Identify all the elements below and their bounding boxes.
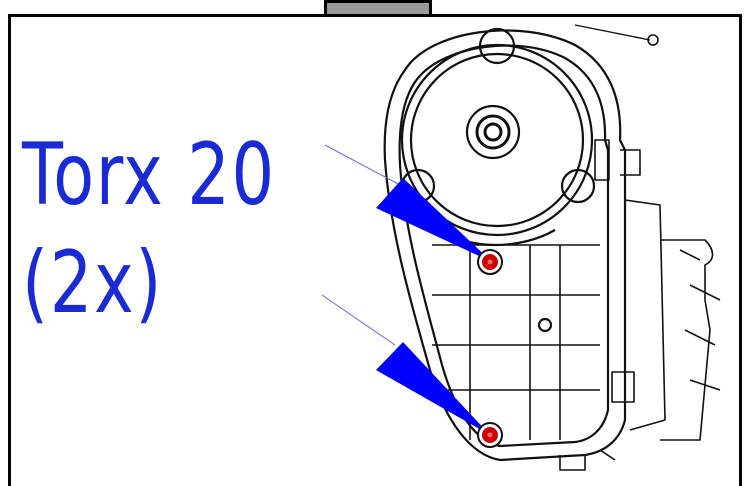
- callout-quantity: (2x): [22, 233, 163, 333]
- wheel-hole-right: [560, 168, 596, 204]
- screw-lower-center: [487, 432, 493, 438]
- top-tab: [324, 0, 432, 16]
- wheel-hole-top: [478, 27, 516, 65]
- bottom-feet: [559, 449, 616, 471]
- housing-outline: [383, 29, 627, 462]
- clip-top: [594, 139, 610, 181]
- hub-mid: [475, 114, 511, 150]
- torx-callout: Torx 20 (2x): [22, 132, 276, 326]
- screw-upper-center: [487, 259, 493, 265]
- frame-ribs: [432, 244, 600, 440]
- leader-line-lower: [321, 294, 396, 346]
- hub-outer: [465, 104, 521, 160]
- drawing-frame: [8, 14, 742, 486]
- arrow-pointer-upper: [376, 178, 492, 262]
- large-wheel: [400, 43, 594, 237]
- large-wheel-inner: [409, 52, 585, 228]
- callout-title: Torx 20: [22, 125, 276, 225]
- top-pin-line: [574, 24, 651, 41]
- right-mechanism: [620, 149, 721, 441]
- top-pin-head: [647, 34, 659, 46]
- hub-inner: [483, 122, 503, 142]
- small-hole: [537, 317, 553, 333]
- housing-inner-outline: [398, 44, 610, 448]
- leader-line-upper: [324, 144, 401, 186]
- arrow-pointer-lower: [376, 342, 490, 435]
- clip-bottom: [611, 371, 635, 403]
